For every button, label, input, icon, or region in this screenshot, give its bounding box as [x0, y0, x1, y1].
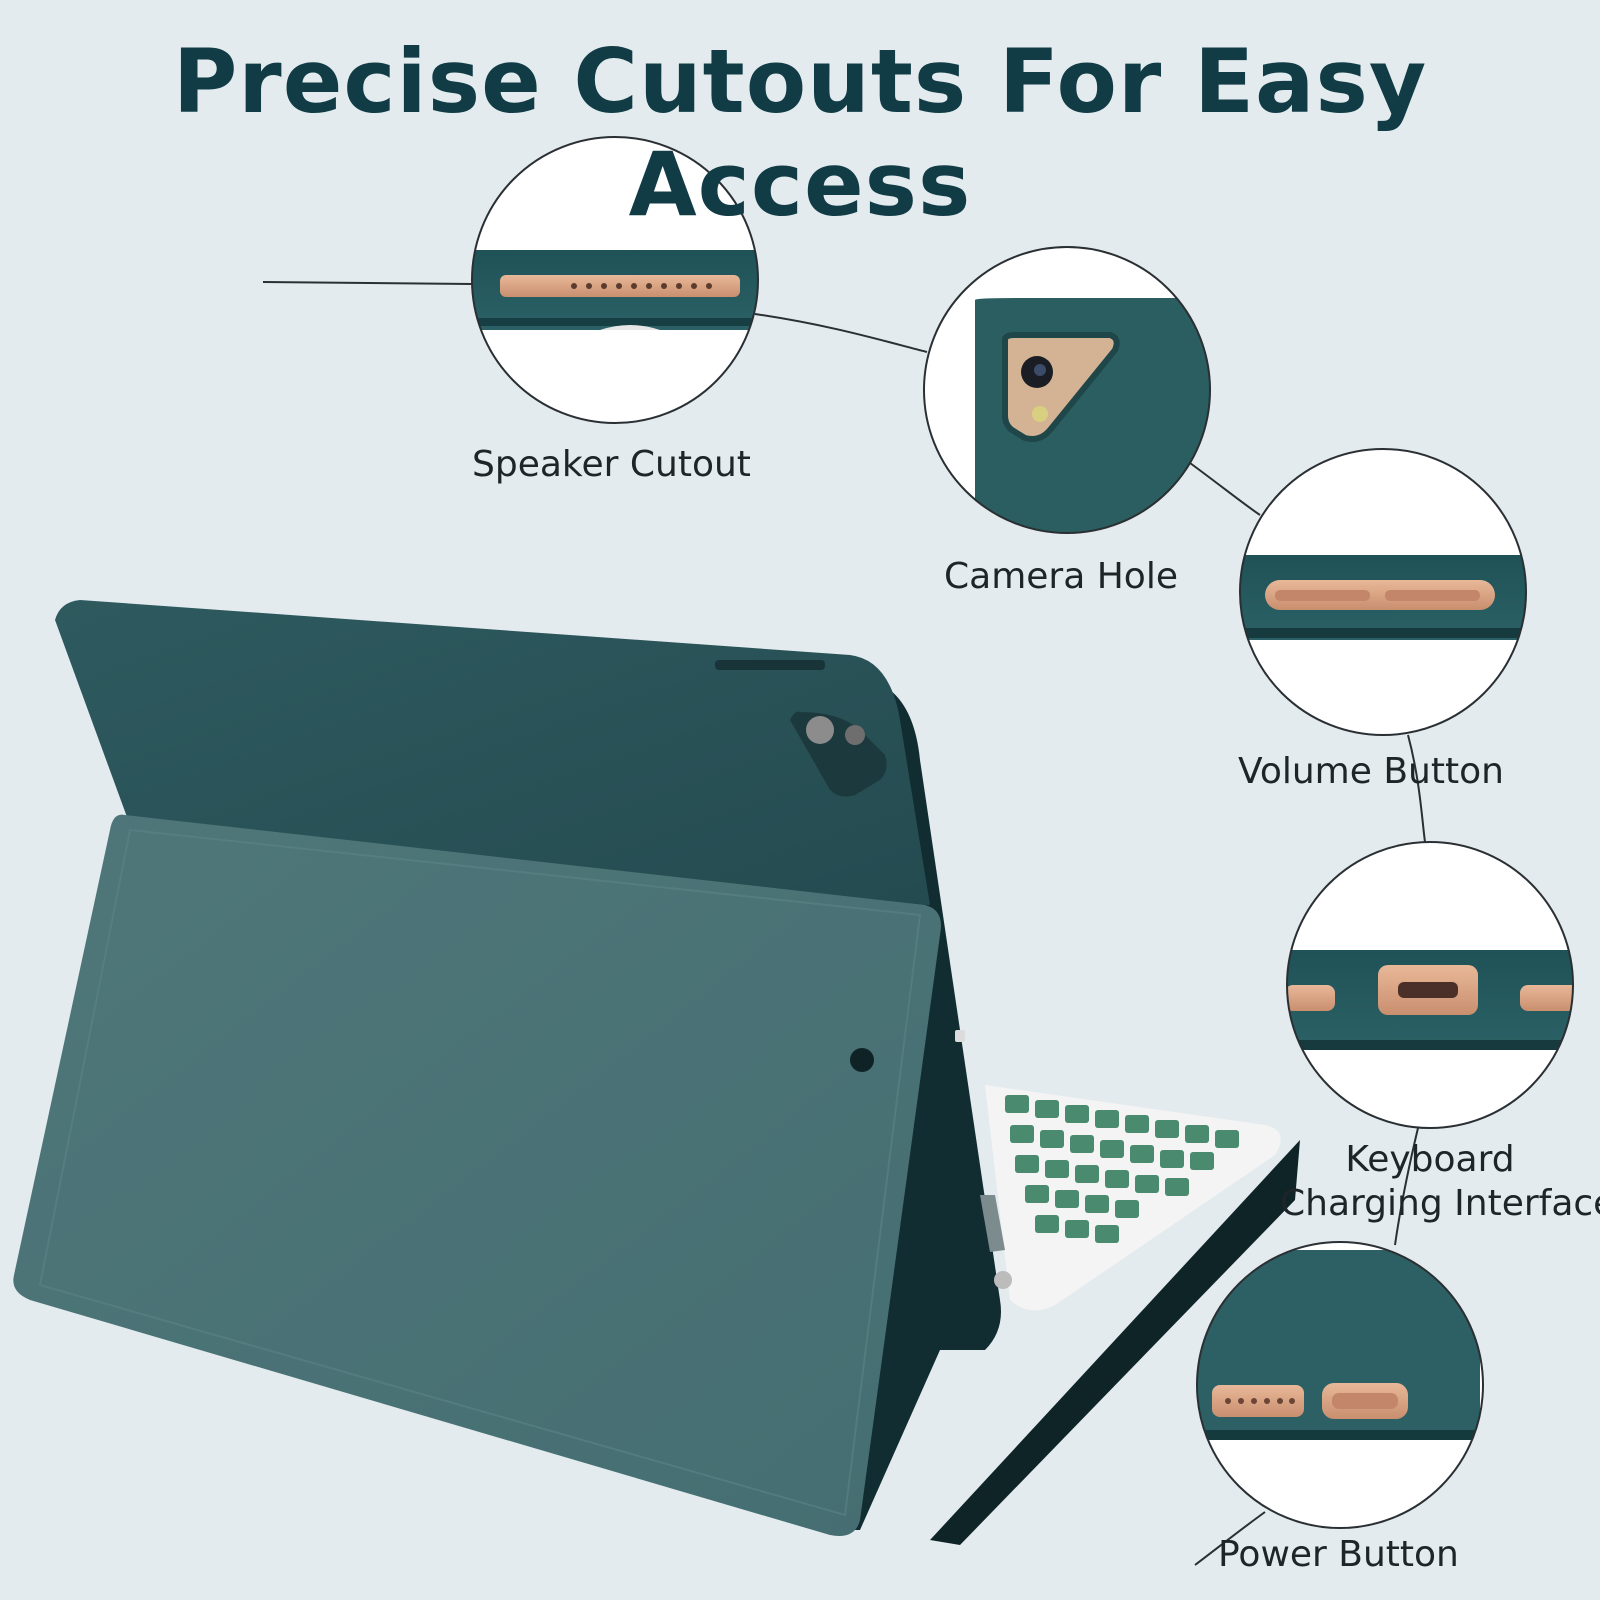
connector-power: [1194, 1511, 1266, 1566]
callout-speaker-cutout: [471, 136, 759, 424]
connector-camera-volume: [1189, 462, 1261, 516]
page-title: Precise Cutouts For Easy Access: [172, 30, 1428, 236]
label-power-button: Power Button: [1218, 1534, 1459, 1575]
label-volume-button: Volume Button: [1238, 751, 1504, 792]
tablet-case: [13, 600, 1012, 1536]
callout-volume-button: [1239, 448, 1527, 736]
label-speaker-cutout: Speaker Cutout: [472, 444, 751, 485]
callout-camera-hole: [923, 246, 1211, 534]
connector-volume-charge: [1407, 734, 1426, 843]
callout-power-button: [1196, 1241, 1484, 1529]
keyboard-keys: [1005, 1095, 1239, 1243]
connector-speaker-camera: [754, 313, 928, 353]
connector-speaker: [262, 281, 473, 285]
label-charging-interface: Charging Interface: [1280, 1183, 1600, 1224]
callout-keyboard-charging: [1286, 841, 1574, 1129]
keyboard-base: [930, 1085, 1300, 1545]
connector-lines: [262, 281, 1426, 1566]
label-camera-hole: Camera Hole: [944, 556, 1178, 597]
label-keyboard: Keyboard: [1345, 1139, 1515, 1180]
connector-charge-power: [1394, 1127, 1419, 1246]
